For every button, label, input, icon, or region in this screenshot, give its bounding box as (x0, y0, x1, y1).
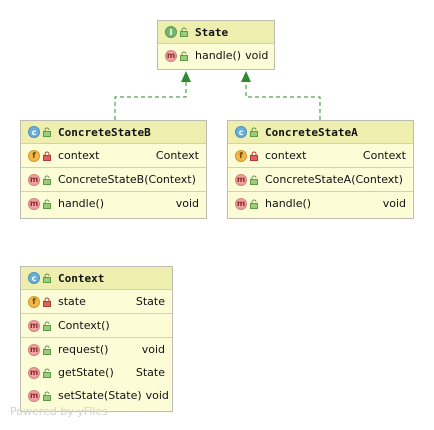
public-visibility-icon (180, 27, 188, 37)
method-icon: m (28, 197, 40, 210)
concrete-state-a-box[interactable]: c ConcreteStateA f context Context m Con… (227, 120, 414, 219)
private-lock-icon (43, 151, 51, 161)
public-visibility-icon (43, 345, 51, 355)
field-icon: f (28, 149, 40, 162)
public-visibility-icon (250, 199, 258, 209)
implements-arrow-concrete-state-b (114, 71, 191, 120)
field-name: context (265, 149, 307, 162)
method-row: m handle() void (228, 192, 413, 215)
class-icon: c (28, 126, 40, 138)
context-constructors: m Context() (21, 314, 172, 338)
context-name: Context (58, 271, 105, 285)
context-class-box[interactable]: c Context f state State m Context() m (20, 266, 173, 412)
context-methods: m request() void m getState() State m se… (21, 338, 172, 407)
concrete-state-a-name: ConcreteStateA (265, 125, 358, 139)
concrete-state-a-constructors: m ConcreteStateA(Context) (228, 168, 413, 192)
method-return-type: void (141, 343, 165, 356)
state-methods: m handle() void (158, 44, 274, 67)
concrete-state-a-methods: m handle() void (228, 192, 413, 215)
field-row: f state State (21, 290, 172, 313)
method-icon: m (28, 389, 40, 402)
method-icon: m (28, 319, 40, 332)
method-row: m handle() void (21, 192, 206, 215)
method-icon: m (28, 343, 40, 356)
constructor-name: ConcreteStateB(Context) (58, 173, 196, 186)
concrete-state-b-methods: m handle() void (21, 192, 206, 215)
state-interface-box[interactable]: I State m handle() void (157, 20, 275, 70)
method-icon: m (28, 366, 40, 379)
constructor-row: m ConcreteStateA(Context) (228, 168, 413, 191)
interface-icon: I (165, 26, 177, 38)
method-name: setState(State) (58, 389, 142, 402)
public-visibility-icon (250, 127, 258, 137)
watermark: Powered by yFiles (10, 405, 108, 418)
public-visibility-icon (43, 175, 51, 185)
private-lock-icon (250, 151, 258, 161)
concrete-state-b-name: ConcreteStateB (58, 125, 151, 139)
private-lock-icon (43, 297, 51, 307)
state-header: I State (158, 21, 274, 44)
public-visibility-icon (43, 127, 51, 137)
method-return-type: void (175, 197, 199, 210)
method-row: m getState() State (21, 361, 172, 384)
method-return-type: void (145, 389, 169, 402)
constructor-row: m ConcreteStateB(Context) (21, 168, 206, 191)
method-name: handle() (265, 197, 312, 210)
field-name: context (58, 149, 100, 162)
context-fields: f state State (21, 290, 172, 314)
public-visibility-icon (250, 175, 258, 185)
concrete-state-a-header: c ConcreteStateA (228, 121, 413, 144)
method-row: m setState(State) void (21, 384, 172, 407)
method-name: handle() (195, 49, 242, 62)
field-row: f context Context (228, 144, 413, 167)
method-name: getState() (58, 366, 114, 379)
method-row: m request() void (21, 338, 172, 361)
context-header: c Context (21, 267, 172, 290)
field-type: Context (362, 149, 406, 162)
concrete-state-b-box[interactable]: c ConcreteStateB f context Context m Con… (20, 120, 207, 219)
implements-arrow-concrete-state-a (241, 71, 321, 120)
field-type: State (135, 295, 165, 308)
public-visibility-icon (180, 51, 188, 61)
method-return-type: State (135, 366, 165, 379)
constructor-name: ConcreteStateA(Context) (265, 173, 403, 186)
class-icon: c (235, 126, 247, 138)
field-row: f context Context (21, 144, 206, 167)
class-icon: c (28, 272, 40, 284)
concrete-state-b-fields: f context Context (21, 144, 206, 168)
public-visibility-icon (43, 321, 51, 331)
method-icon: m (235, 173, 247, 186)
field-type: Context (155, 149, 199, 162)
method-return-type: void (382, 197, 406, 210)
concrete-state-a-fields: f context Context (228, 144, 413, 168)
public-visibility-icon (43, 199, 51, 209)
concrete-state-b-constructors: m ConcreteStateB(Context) (21, 168, 206, 192)
constructor-name: Context() (58, 319, 110, 332)
method-icon: m (28, 173, 40, 186)
public-visibility-icon (43, 273, 51, 283)
field-icon: f (235, 149, 247, 162)
public-visibility-icon (43, 391, 51, 401)
method-name: handle() (58, 197, 105, 210)
method-return-type: void (245, 49, 269, 62)
method-icon: m (165, 49, 177, 62)
method-row: m handle() void (158, 44, 274, 67)
constructor-row: m Context() (21, 314, 172, 337)
concrete-state-b-header: c ConcreteStateB (21, 121, 206, 144)
field-name: state (58, 295, 86, 308)
method-name: request() (58, 343, 109, 356)
method-icon: m (235, 197, 247, 210)
state-name: State (195, 25, 229, 39)
field-icon: f (28, 295, 40, 308)
public-visibility-icon (43, 368, 51, 378)
